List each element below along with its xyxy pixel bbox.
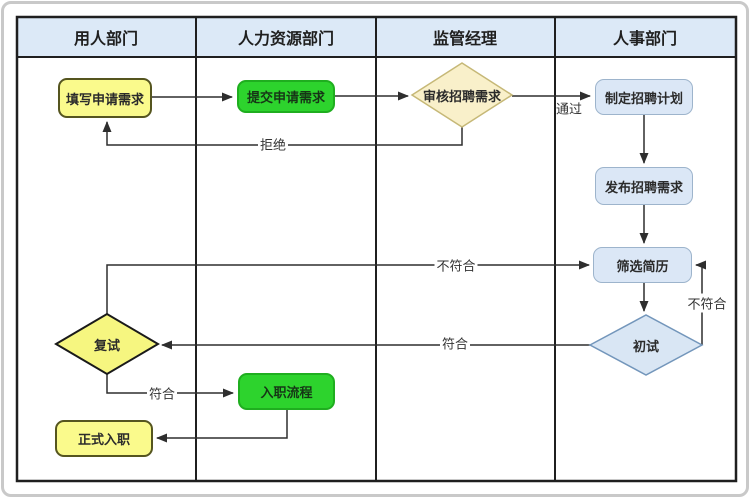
node-submit-request: 提交申请需求 <box>237 80 335 113</box>
edge-second-pass-to-onboarding <box>106 374 234 398</box>
lane-header-supervisor: 监管经理 <box>432 31 498 48</box>
edge-label-not-match-top: 不符合 <box>434 255 478 275</box>
edge-second-fail-to-screen <box>106 260 590 314</box>
connectors <box>102 91 706 443</box>
node-publish-need: 发布招聘需求 <box>595 167 693 205</box>
node-make-plan: 制定招聘计划 <box>595 79 693 115</box>
diamond-shape <box>588 314 704 376</box>
lane-header-hr-dept: 人力资源部门 <box>237 31 335 48</box>
diamond-shape <box>410 62 514 128</box>
node-onboarding: 入职流程 <box>238 373 335 410</box>
decision-first-interview: 初试 <box>588 314 704 376</box>
edge-label-match-mid: 符合 <box>439 333 471 353</box>
lane-header-hiring-dept: 用人部门 <box>73 31 139 48</box>
edge-label-reject: 拒绝 <box>257 134 289 154</box>
edge-label-not-match-loop: 不符合 <box>685 293 729 313</box>
decision-second-interview: 复试 <box>54 312 160 376</box>
edge-first-loop-to-screen <box>695 260 706 345</box>
edge-onboarding-to-entry <box>156 410 288 443</box>
node-official-entry: 正式入职 <box>55 420 153 457</box>
edge-label-match-bottom: 符合 <box>146 383 178 403</box>
edge-label-pass: 通过 <box>555 101 583 117</box>
node-screen-resumes: 筛选简历 <box>593 247 692 283</box>
node-fill-request: 填写申请需求 <box>58 78 152 118</box>
decision-second-interview-label: 复试 <box>93 337 120 353</box>
decision-review-request: 审核招聘需求 <box>410 62 514 128</box>
decision-first-interview-label: 初试 <box>632 338 659 354</box>
diamond-shape <box>54 312 160 376</box>
lane-header-personnel: 人事部门 <box>612 31 678 48</box>
decision-review-label: 审核招聘需求 <box>422 88 501 104</box>
